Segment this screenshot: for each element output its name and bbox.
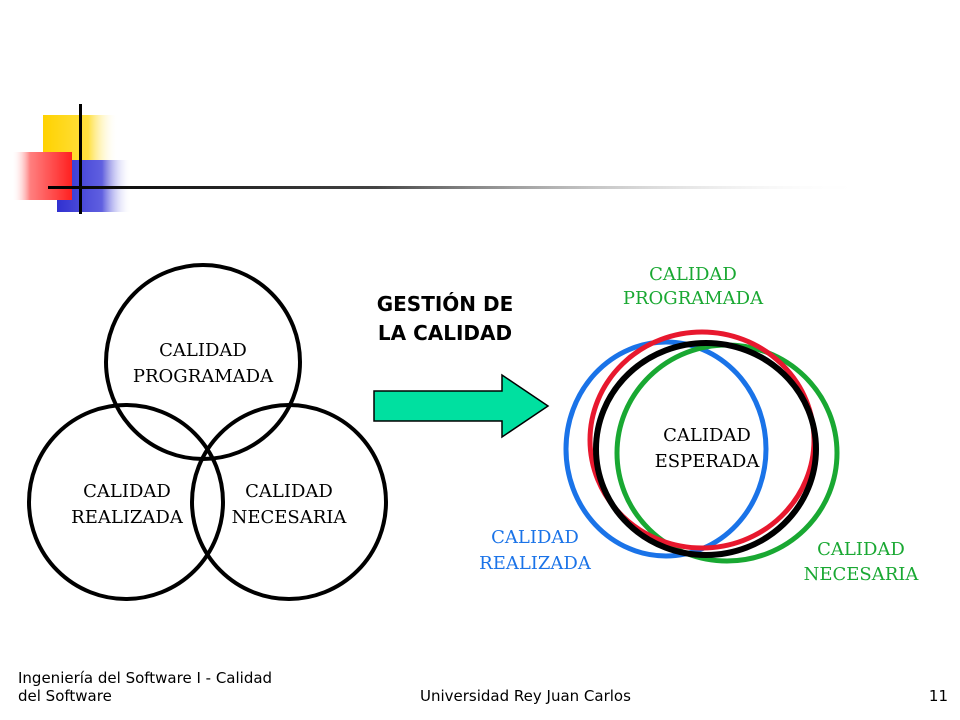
right-label-necesaria-1: CALIDAD — [817, 539, 905, 560]
decor-horizontal-line — [48, 186, 868, 189]
left-label-necesaria-1: CALIDAD — [245, 481, 333, 502]
left-circle-necesaria — [190, 403, 388, 601]
right-label-programada-1: CALIDAD — [649, 264, 737, 285]
right-label-esperada-1: CALIDAD — [663, 425, 751, 446]
footer-course: Ingeniería del Software I - Calidad del … — [18, 669, 318, 705]
decor-red-square — [12, 152, 72, 200]
quality-management-line-2: LA CALIDAD — [377, 321, 513, 345]
footer-page-number: 11 — [928, 687, 948, 705]
right-circle-esperada — [593, 340, 819, 558]
footer-university: Universidad Rey Juan Carlos — [420, 687, 631, 705]
left-circle-realizada — [27, 403, 225, 601]
right-label-realizada-1: CALIDAD — [491, 527, 579, 548]
left-venn-diagram — [27, 263, 388, 601]
left-label-necesaria-2: NECESARIA — [232, 507, 348, 528]
decor-vertical-line — [79, 104, 82, 214]
right-circles-diagram — [563, 329, 840, 564]
right-label-necesaria-2: NECESARIA — [804, 564, 920, 585]
right-label-programada-2: PROGRAMADA — [623, 288, 764, 309]
left-label-programada-2: PROGRAMADA — [133, 366, 274, 387]
right-circle-realizada — [563, 339, 769, 559]
title-decoration — [12, 104, 868, 214]
left-label-programada-1: CALIDAD — [159, 340, 247, 361]
right-label-realizada-2: REALIZADA — [479, 553, 592, 574]
right-arrow-icon — [373, 373, 550, 439]
left-label-realizada-2: REALIZADA — [71, 507, 184, 528]
quality-management-label: GESTIÓN DE LA CALIDAD — [350, 290, 540, 348]
footer-course-line-1: Ingeniería del Software I - Calidad — [18, 669, 273, 687]
left-label-realizada-1: CALIDAD — [83, 481, 171, 502]
right-label-esperada-2: ESPERADA — [655, 451, 761, 472]
footer-course-line-2: del Software — [18, 687, 112, 705]
quality-management-line-1: GESTIÓN DE — [376, 292, 514, 316]
left-circle-programada — [104, 263, 302, 461]
